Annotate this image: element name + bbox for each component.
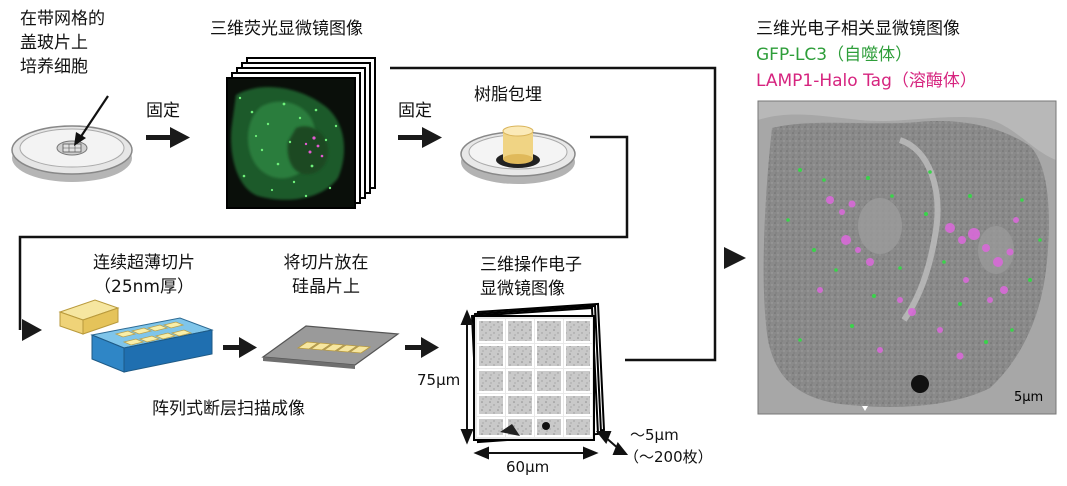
label-fix-2: 固定 [398,101,432,121]
label-mounting-2: 硅晶片上 [292,277,360,297]
label-sectioning-2: （25nm厚） [94,277,194,297]
em-dim-depth: ～5μm [630,426,679,444]
fluorescence-stack [226,57,376,209]
line-em-to-clem [625,258,717,362]
clem-image [757,100,1057,415]
arrow-mounting-to-em [405,337,439,358]
em-dim-count: （～200枚） [624,448,713,466]
em-dim-width: 60μm [506,458,550,476]
label-fix-1: 固定 [146,101,180,121]
label-array-tomography: 阵列式断层扫描成像 [152,399,305,419]
arrow-to-clem [724,247,746,269]
label-mounting-1: 将切片放在 [283,253,369,273]
line-resin-to-sectioning [18,135,629,330]
petri-dish-grid [11,95,133,182]
line-fluorescence-to-clem [390,66,717,258]
sectioning-block [58,299,214,373]
legend-magenta: LAMP1-Halo Tag（溶酶体） [756,71,977,91]
label-sectioning-1: 连续超薄切片 [93,253,195,273]
arrow-fix2 [398,127,442,148]
em-stack [470,302,606,444]
label-clem-title: 三维光电子相关显微镜图像 [756,19,960,39]
label-resin: 树脂包埋 [474,85,542,105]
arrow-fix1 [146,127,190,148]
arrow-sectioning-to-mounting [223,337,257,358]
arrows [22,127,746,358]
label-em-3d-1: 三维操作电子 [480,255,582,275]
legend-green: GFP-LC3（自噬体） [756,45,913,65]
label-grid-cover-slip-1: 在带网格的 [20,9,105,29]
resin-embedded-dish [460,125,576,184]
label-grid-cover-slip-3: 培养细胞 [20,57,88,77]
em-dimension-markers [460,309,629,460]
em-dim-height: 75μm [417,371,461,389]
clem-scale-label: 5μm [1014,390,1044,405]
label-grid-cover-slip-2: 盖玻片上 [20,33,88,53]
connector-lines [18,66,717,362]
arrow-into-sectioning [22,319,42,341]
label-fluorescence: 三维荧光显微镜图像 [210,19,363,39]
label-em-3d-2: 显微镜图像 [480,279,565,299]
silicon-wafer [261,325,400,369]
